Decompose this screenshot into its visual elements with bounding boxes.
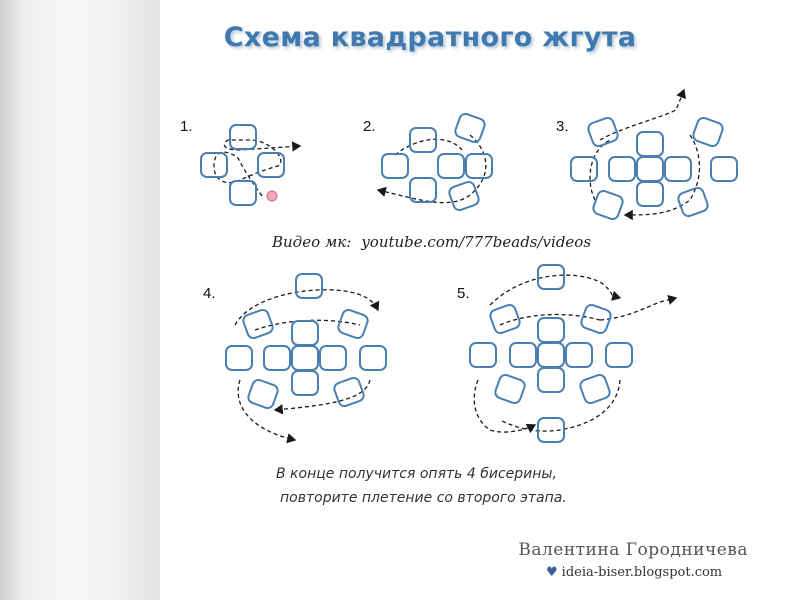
blog-url[interactable]: ideia-biser.blogspot.com bbox=[561, 565, 723, 580]
video-link[interactable]: Видео мк: youtube.com/777beads/videos bbox=[272, 233, 591, 251]
step-label-5: 5. bbox=[457, 285, 470, 302]
step-3-diagram bbox=[570, 88, 738, 221]
bracelet-photo bbox=[0, 0, 160, 600]
step-2-diagram bbox=[376, 112, 493, 212]
blog-link[interactable]: ♥ideia-biser.blogspot.com bbox=[546, 565, 722, 580]
note-line-2: повторите плетение со второго этапа. bbox=[280, 490, 567, 506]
video-label: Видео мк: bbox=[272, 233, 352, 251]
step-label-4: 4. bbox=[203, 285, 216, 302]
author-signature: Валентина Городничева bbox=[518, 540, 748, 560]
note-line-1: В конце получится опять 4 бисерины, bbox=[276, 466, 557, 482]
video-url[interactable]: youtube.com/777beads/videos bbox=[361, 233, 592, 251]
page-title: Схема квадратного жгута bbox=[223, 22, 637, 53]
step-label-1: 1. bbox=[180, 118, 193, 135]
stopper-bead-icon bbox=[266, 190, 278, 202]
step-4-diagram bbox=[225, 273, 387, 444]
step-label-2: 2. bbox=[363, 118, 376, 135]
heart-icon: ♥ bbox=[546, 565, 558, 580]
instruction-note: В конце получится опять 4 бисерины, повт… bbox=[276, 462, 567, 510]
step-label-3: 3. bbox=[556, 118, 569, 135]
step-5-diagram bbox=[469, 264, 678, 443]
step-1-diagram bbox=[200, 124, 302, 206]
